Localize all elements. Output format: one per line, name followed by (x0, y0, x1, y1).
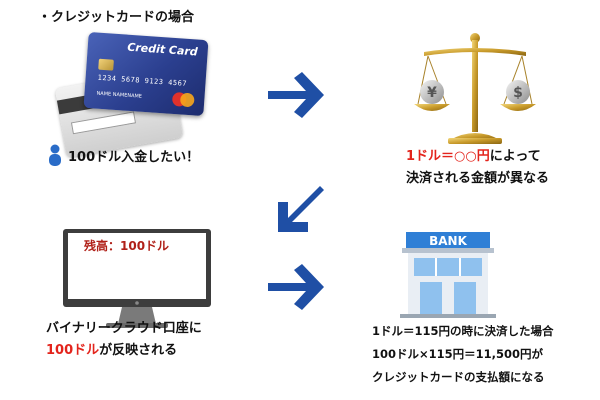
account-note-line-1: バイナリークラウド口座に (46, 321, 202, 336)
monitor-icon (63, 229, 211, 328)
user-request-text: 100ドル入金したい！ (68, 149, 200, 165)
section-title: ・クレジットカードの場合 (38, 10, 195, 25)
arrow-right-icon (268, 264, 324, 310)
card-chip (98, 58, 114, 71)
account-amount-highlight: 100ドル (46, 343, 100, 358)
exchange-rate-highlight: 1ドル＝○○円 (406, 149, 490, 164)
arrow-down-left-icon (278, 186, 324, 232)
person-icon (49, 144, 61, 166)
balance-label: 残高：100ドル (84, 239, 170, 253)
payment-note-line-1: 1ドル＝115円の時に決済した場合 (372, 324, 554, 338)
card-network-logo (171, 91, 195, 108)
payment-note-line-2: 100ドル×115円＝11,500円が (372, 347, 544, 361)
user-request: 100ドル入金したい！ (48, 144, 199, 166)
svg-text:$: $ (513, 85, 523, 101)
card-brand-text: Credit Card (126, 40, 199, 59)
balance-scale-icon: ¥ $ (414, 33, 536, 144)
card-holder: NAME NAMENAME (96, 90, 143, 100)
account-note-line-2-rest: が反映される (99, 343, 178, 358)
exchange-rate-line-1: 1ドル＝○○円によって (406, 146, 549, 168)
exchange-rate-note: 1ドル＝○○円によって 決済される金額が異なる (406, 146, 549, 190)
payment-note-line-3: クレジットカードの支払額になる (372, 370, 545, 384)
bank-building-icon: BANK (400, 232, 496, 318)
payment-note: 1ドル＝115円の時に決済した場合 100ドル×115円＝11,500円が クレ… (372, 320, 554, 389)
credit-card-front: Credit Card 1234 5678 9123 4567 NAME NAM… (83, 31, 209, 117)
monitor-illustration: 残高：100ドル (62, 228, 212, 330)
svg-text:¥: ¥ (427, 85, 437, 101)
bank-sign: BANK (429, 234, 467, 248)
arrow-right-icon (268, 72, 324, 118)
credit-card-illustration: Credit Card 1234 5678 9123 4567 NAME NAM… (54, 31, 209, 158)
exchange-rate-line-2: 決済される金額が異なる (406, 171, 550, 186)
account-note: バイナリークラウド口座に 100ドルが反映される (46, 318, 202, 362)
account-note-line-2: 100ドルが反映される (46, 340, 202, 362)
card-number: 1234 5678 9123 4567 (97, 73, 188, 88)
exchange-rate-line-1-rest: によって (489, 149, 541, 164)
